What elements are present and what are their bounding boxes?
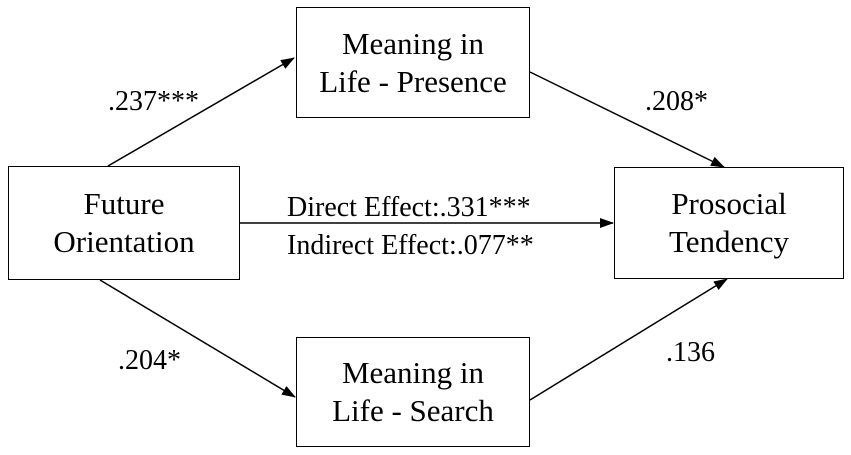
coef-presence-to-prosocial: .208* bbox=[645, 86, 708, 117]
node-meaning-presence: Meaning in Life - Presence bbox=[296, 7, 530, 118]
arrow-presence-to-prosocial bbox=[529, 71, 725, 168]
node-meaning-presence-line-2: Life - Presence bbox=[319, 63, 507, 99]
node-future-orientation-line-2: Orientation bbox=[53, 224, 195, 259]
coef-fo-to-presence: .237*** bbox=[108, 86, 199, 117]
node-meaning-search-line-1: Meaning in bbox=[341, 355, 485, 390]
node-prosocial-tendency-line-1: Prosocial bbox=[671, 186, 787, 221]
node-prosocial-tendency: Prosocial Tendency bbox=[614, 167, 844, 279]
node-meaning-presence-line-1: Meaning in bbox=[341, 25, 485, 61]
arrow-search-to-prosocial bbox=[529, 278, 728, 401]
node-meaning-search: Meaning in Life - Search bbox=[296, 337, 530, 447]
coef-search-to-prosocial: .136 bbox=[666, 337, 715, 368]
node-prosocial-tendency-line-2: Tendency bbox=[668, 224, 790, 259]
coef-fo-to-search: .204* bbox=[118, 345, 181, 376]
node-future-orientation: Future Orientation bbox=[8, 166, 240, 280]
arrow-fo-to-presence bbox=[107, 57, 295, 167]
node-meaning-search-line-2: Life - Search bbox=[332, 393, 494, 428]
indirect-effect-label: Indirect Effect:.077** bbox=[287, 230, 534, 261]
arrow-fo-to-search bbox=[99, 279, 296, 398]
direct-effect-label: Direct Effect:.331*** bbox=[287, 192, 531, 223]
node-future-orientation-line-1: Future bbox=[83, 186, 165, 221]
